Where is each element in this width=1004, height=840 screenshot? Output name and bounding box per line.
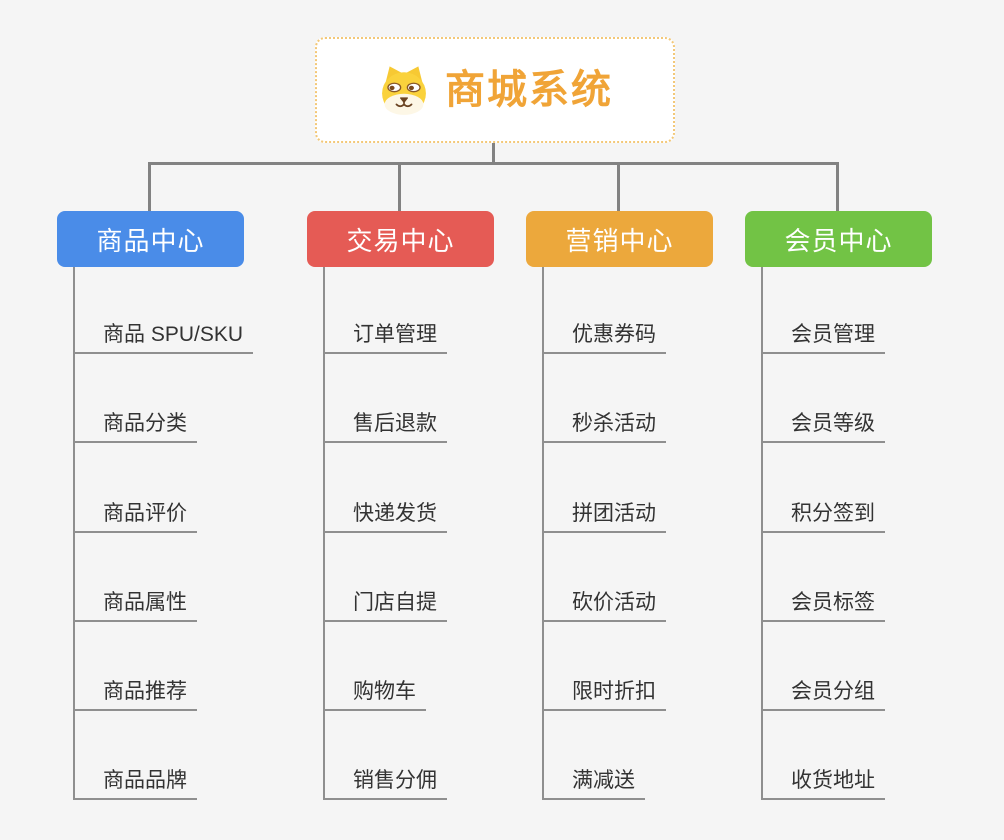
branch-product-center[interactable]: 商品中心 — [57, 211, 244, 267]
connector-trunk — [542, 267, 544, 799]
child-node[interactable]: 拼团活动 — [542, 489, 666, 533]
child-node[interactable]: 会员标签 — [761, 578, 885, 622]
child-node[interactable]: 商品分类 — [73, 399, 197, 443]
branch-trade-center[interactable]: 交易中心 — [307, 211, 494, 267]
child-node[interactable]: 商品 SPU/SKU — [73, 310, 254, 354]
branch-member-center[interactable]: 会员中心 — [745, 211, 932, 267]
branch-label: 会员中心 — [784, 225, 893, 256]
connector-horizontal — [148, 162, 839, 165]
child-node[interactable]: 砍价活动 — [542, 578, 666, 622]
child-node[interactable]: 优惠券码 — [542, 310, 666, 354]
branch-label: 营销中心 — [565, 225, 674, 256]
connector-trunk — [323, 267, 325, 799]
child-node[interactable]: 收货地址 — [761, 756, 885, 800]
connector-trunk — [73, 267, 75, 799]
child-node[interactable]: 销售分佣 — [323, 756, 447, 800]
child-node[interactable]: 商品推荐 — [73, 667, 197, 711]
child-node[interactable]: 订单管理 — [323, 310, 447, 354]
connector-root-stub — [492, 141, 495, 164]
child-node[interactable]: 商品品牌 — [73, 756, 197, 800]
child-node[interactable]: 快递发货 — [323, 489, 447, 533]
root-title: 商城系统 — [445, 68, 613, 112]
child-node[interactable]: 会员等级 — [761, 399, 885, 443]
branch-label: 交易中心 — [346, 225, 455, 256]
child-node[interactable]: 商品属性 — [73, 578, 197, 622]
child-node[interactable]: 售后退款 — [323, 399, 447, 443]
child-node[interactable]: 秒杀活动 — [542, 399, 666, 443]
child-node[interactable]: 门店自提 — [323, 578, 447, 622]
child-node[interactable]: 购物车 — [323, 667, 426, 711]
child-node[interactable]: 会员分组 — [761, 667, 885, 711]
child-node[interactable]: 会员管理 — [761, 310, 885, 354]
branch-label: 商品中心 — [96, 225, 205, 256]
child-node[interactable]: 商品评价 — [73, 489, 197, 533]
connector-drop — [148, 163, 151, 211]
child-node[interactable]: 积分签到 — [761, 489, 885, 533]
root-node[interactable]: 商城系统 — [315, 37, 675, 143]
connector-drop — [398, 163, 401, 211]
branch-marketing-center[interactable]: 营销中心 — [526, 211, 713, 267]
dog-face-icon — [382, 66, 426, 115]
connector-drop — [836, 163, 839, 211]
child-node[interactable]: 限时折扣 — [542, 667, 666, 711]
child-node[interactable]: 满减送 — [542, 756, 645, 800]
connector-trunk — [761, 267, 763, 799]
connector-drop — [617, 163, 620, 211]
